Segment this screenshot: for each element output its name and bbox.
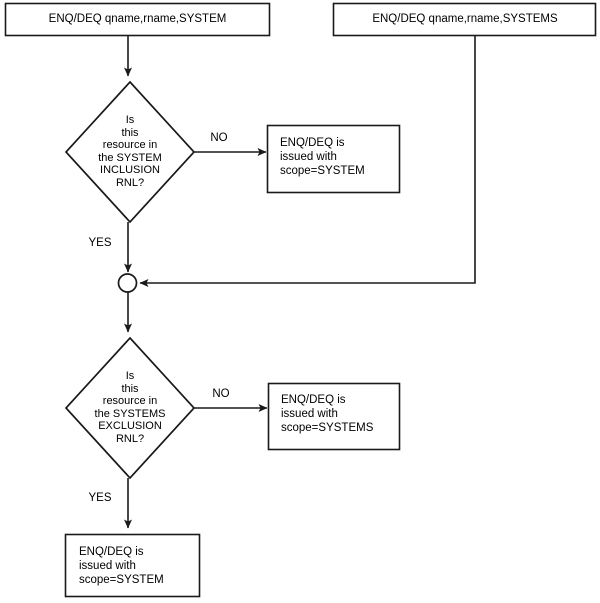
result-system-no1-box-shape[interactable] — [266, 124, 401, 194]
start-right-box-shape[interactable] — [332, 2, 597, 37]
result-system-final-box-shape[interactable] — [64, 533, 201, 598]
edge-start-right-to-junction — [139, 35, 476, 287]
result-systems-no2-box-shape[interactable] — [267, 382, 401, 451]
decision-exclusion-shape[interactable] — [64, 336, 196, 480]
start-left-box-shape[interactable] — [4, 2, 271, 37]
decision-inclusion-shape[interactable] — [64, 80, 196, 224]
merge-junction-shape[interactable] — [117, 273, 138, 293]
